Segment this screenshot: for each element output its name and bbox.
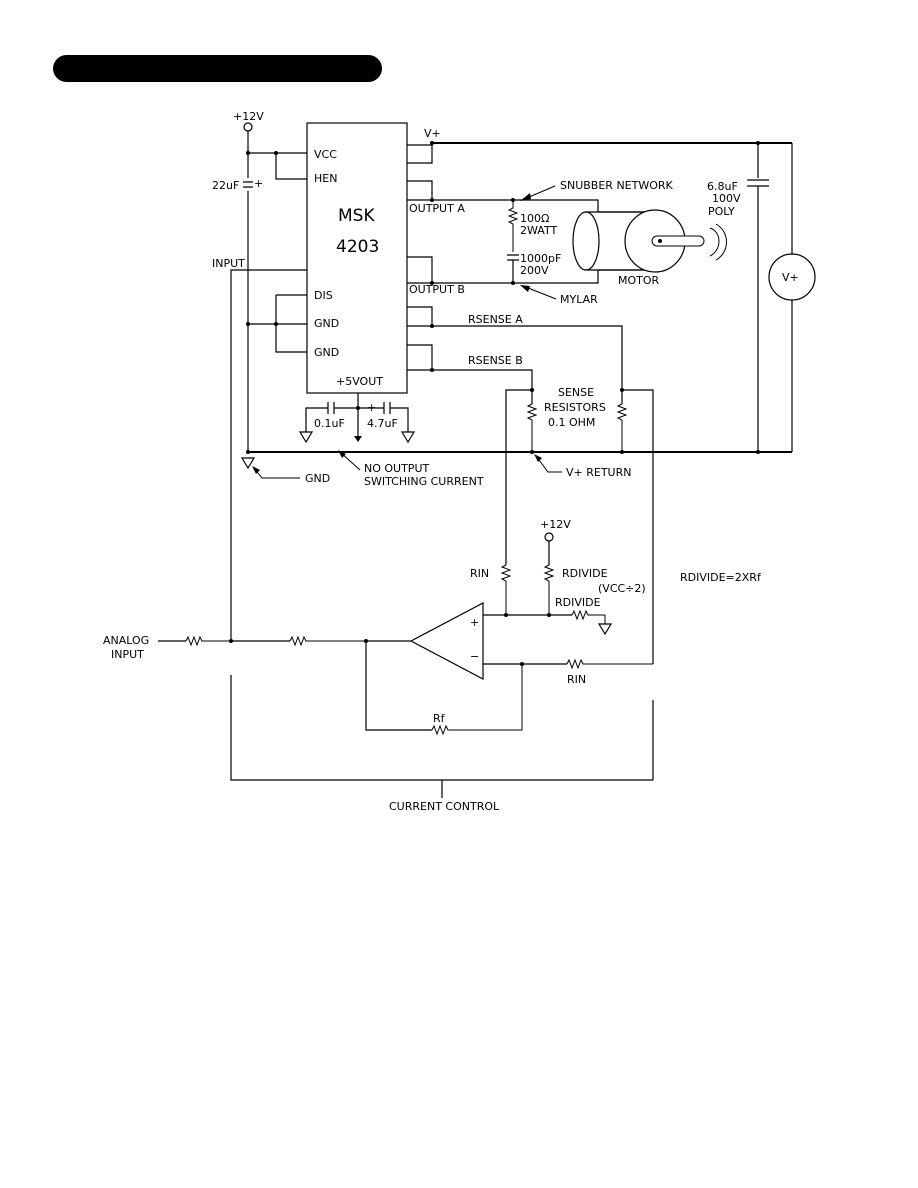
rf-label: Rf — [433, 712, 446, 725]
rsense-a-label: RSENSE A — [468, 313, 523, 326]
rdivide-top-resistor-symbol — [543, 564, 555, 615]
rdivide-bottom-resistor-symbol — [571, 609, 606, 624]
opamp-plus: + — [470, 616, 479, 629]
vplus-source-symbol — [768, 253, 816, 301]
opamp-symbol — [409, 602, 484, 680]
analog-line2: INPUT — [111, 648, 144, 661]
analog-input-resistor-symbol — [185, 635, 231, 647]
sense-line3: 0.1 OHM — [548, 416, 595, 429]
cap-01uf-label: 0.1uF — [314, 417, 345, 430]
gnd-label: GND — [305, 472, 330, 485]
ic-number: 4203 — [336, 237, 379, 257]
cap-47-plus: + — [367, 401, 376, 414]
supply-12v-bottom-label: +12V — [540, 518, 571, 531]
r100-line1: 100Ω — [520, 212, 549, 225]
ground-icon — [597, 623, 613, 636]
input-resistor-symbol — [289, 635, 366, 647]
r100-line2: 2WATT — [520, 224, 557, 237]
snubber-cap-symbol — [507, 254, 519, 261]
pin-vcc-label: VCC — [314, 148, 337, 161]
snubber-resistor-symbol — [507, 200, 519, 252]
analog-line1: ANALOG — [103, 634, 149, 647]
pin-gnd1-label: GND — [314, 317, 339, 330]
pin-gnd2-label: GND — [314, 346, 339, 359]
cap-22uf-label: 22uF — [212, 179, 239, 192]
ground-icon — [298, 431, 314, 444]
pin-hen-label: HEN — [314, 172, 337, 185]
supply-12v-bottom-terminal — [544, 532, 554, 542]
rin-left-resistor-symbol — [500, 564, 512, 615]
vplus-top-label: V+ — [424, 127, 441, 140]
header-bar — [53, 55, 382, 82]
cap-68-line1: 6.8uF — [707, 180, 738, 193]
pin-dis-label: DIS — [314, 289, 333, 302]
rdivide-top-label: RDIVIDE — [562, 567, 608, 580]
rdivide-equation: RDIVIDE=2XRf — [680, 571, 762, 584]
current-control-label: CURRENT CONTROL — [389, 800, 500, 813]
ic-name: MSK — [338, 206, 375, 226]
input-label: INPUT — [212, 257, 245, 270]
supply-12v-top-terminal — [243, 122, 253, 132]
motor-symbol — [572, 209, 727, 273]
cap-0.1uf-symbol — [327, 402, 335, 414]
rf-resistor-symbol — [431, 664, 523, 736]
cap-4.7uf-symbol — [383, 402, 391, 414]
no-output-line1: NO OUTPUT — [364, 462, 429, 475]
rdivide-bottom-label: RDIVIDE — [555, 596, 601, 609]
mylar-label: MYLAR — [560, 293, 598, 306]
supply-12v-top-label: +12V — [233, 110, 264, 123]
c1000-line2: 200V — [520, 264, 549, 277]
motor-label: MOTOR — [618, 274, 660, 287]
vplus-source-label: V+ — [782, 271, 799, 284]
c1000-line1: 1000pF — [520, 252, 561, 265]
sense-resistor-a-symbol — [616, 403, 628, 452]
no-output-line2: SWITCHING CURRENT — [364, 475, 484, 488]
cap-68-line2: 100V — [712, 192, 741, 205]
cap-6.8uf-symbol — [747, 179, 769, 187]
rsense-b-label: RSENSE B — [468, 354, 523, 367]
msk4203-ic-body — [306, 122, 408, 394]
cap-47uf-label: 4.7uF — [367, 417, 398, 430]
current-control-bracket — [230, 675, 654, 781]
snubber-label: SNUBBER NETWORK — [560, 179, 674, 192]
rin-left-label: RIN — [470, 567, 489, 580]
sense-line1: SENSE — [558, 386, 594, 399]
cap-22uf-plus: + — [254, 177, 263, 190]
pin-5vout-label: +5VOUT — [336, 375, 383, 388]
pin-output-a-label: OUTPUT A — [409, 202, 465, 215]
sense-resistor-b-symbol — [526, 403, 538, 452]
rin-bottom-label: RIN — [567, 673, 586, 686]
sense-line2: RESISTORS — [544, 401, 606, 414]
vplus-return-label: V+ RETURN — [566, 466, 631, 479]
pin-output-b-label: OUTPUT B — [409, 283, 465, 296]
cap-68-line3: POLY — [708, 205, 735, 218]
ground-icon — [240, 457, 256, 470]
ground-icon — [400, 431, 416, 444]
cap-22uf-symbol — [243, 181, 253, 188]
rin-bottom-resistor-symbol — [566, 658, 653, 670]
vcc-div2-label: (VCC÷2) — [598, 582, 646, 595]
opamp-minus: − — [470, 650, 479, 663]
